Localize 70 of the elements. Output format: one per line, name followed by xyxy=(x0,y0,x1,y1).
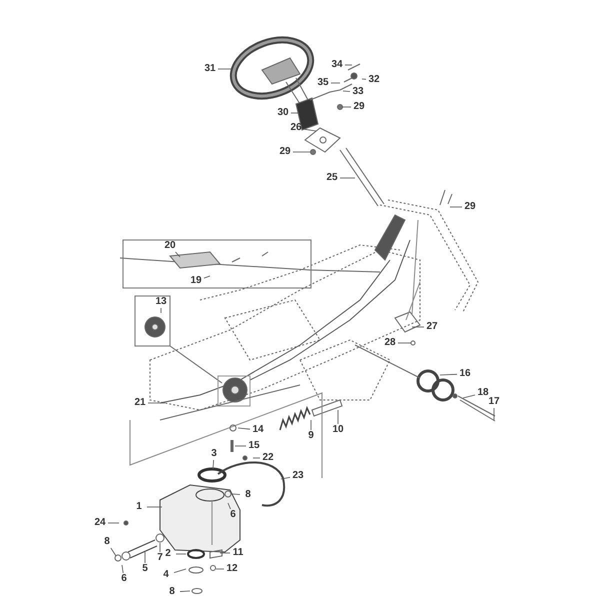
callout-number: 15 xyxy=(247,440,261,452)
callout-number: 28 xyxy=(383,337,397,349)
leader-line xyxy=(148,402,166,404)
callout-number: 29 xyxy=(352,101,366,113)
callout-number: 1 xyxy=(132,501,146,513)
leader-line xyxy=(440,374,458,376)
callout-number: 9 xyxy=(304,430,318,442)
leader-line xyxy=(304,128,316,132)
callout-number: 3 xyxy=(207,448,221,460)
leader-line xyxy=(290,112,300,114)
callout-number: 32 xyxy=(367,74,381,86)
leader-line xyxy=(220,552,230,554)
leader-line xyxy=(310,420,312,430)
leader-line xyxy=(204,276,210,279)
callout-number: 22 xyxy=(261,452,275,464)
callout-number: 20 xyxy=(163,240,177,252)
leader-line xyxy=(216,568,224,570)
callout-number: 21 xyxy=(133,397,147,409)
callout-number: 25 xyxy=(325,172,339,184)
leader-line xyxy=(144,552,146,564)
leader-line xyxy=(238,428,250,430)
leader-line xyxy=(175,252,180,258)
callout-number: 13 xyxy=(154,296,168,308)
callout-number: 8 xyxy=(241,489,255,501)
leader-line xyxy=(122,564,124,574)
callout-number: 14 xyxy=(251,424,265,436)
leader-line xyxy=(180,590,190,592)
callout-number: 33 xyxy=(351,86,365,98)
leader-line xyxy=(160,308,162,314)
leader-line xyxy=(344,64,352,66)
callout-number: 35 xyxy=(316,77,330,89)
callout-number: 30 xyxy=(276,107,290,119)
callout-number: 8 xyxy=(100,536,114,548)
callout-number: 29 xyxy=(278,146,292,158)
callout-number: 31 xyxy=(203,63,217,75)
leader-line xyxy=(218,68,232,70)
callout-number: 24 xyxy=(93,517,107,529)
leader-line xyxy=(232,494,240,495)
callout-number: 11 xyxy=(231,547,245,559)
callout-number: 12 xyxy=(225,563,239,575)
callout-number: 10 xyxy=(331,424,345,436)
callout-number: 6 xyxy=(117,573,131,585)
callout-number: 26 xyxy=(289,122,303,134)
callout-number: 18 xyxy=(476,387,490,399)
leader-line xyxy=(342,90,350,92)
callout-number: 27 xyxy=(425,321,439,333)
leader-line xyxy=(280,477,290,480)
leader-line xyxy=(146,506,162,508)
callout-number: 6 xyxy=(226,509,240,521)
leader-line xyxy=(412,326,424,328)
leader-line xyxy=(110,548,116,556)
callout-number: 17 xyxy=(487,396,501,408)
leader-line xyxy=(330,82,340,84)
callout-number: 4 xyxy=(159,569,173,581)
callout-number: 23 xyxy=(291,470,305,482)
leader-line xyxy=(462,394,476,398)
callout-number: 8 xyxy=(165,586,179,598)
leader-line xyxy=(174,568,186,573)
callout-number: 5 xyxy=(138,563,152,575)
leader-line xyxy=(362,78,366,80)
leader-line xyxy=(398,342,412,344)
callout-number: 34 xyxy=(330,59,344,71)
callout-number: 16 xyxy=(458,368,472,380)
leader-line xyxy=(342,106,352,108)
callout-number: 29 xyxy=(463,201,477,213)
leader-line xyxy=(228,502,231,510)
leader-line xyxy=(108,522,120,524)
callout-number: 19 xyxy=(189,275,203,287)
leader-line xyxy=(450,206,462,208)
leader-line xyxy=(212,460,214,470)
